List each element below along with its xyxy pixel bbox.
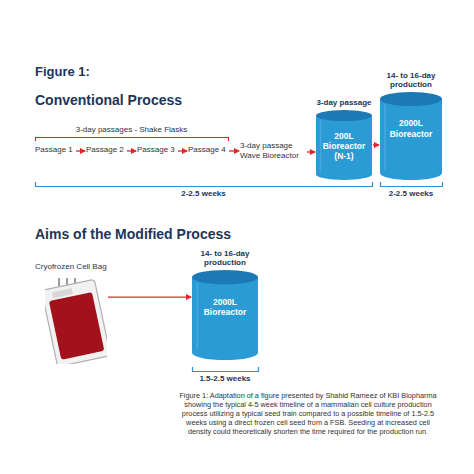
- bioreactor-node: 3-day passage200L Bioreactor (N-1): [316, 110, 372, 180]
- cylinder-highlight: [196, 283, 198, 350]
- flow-arrow: [127, 150, 136, 151]
- flow-arrow: [178, 150, 187, 151]
- shake-flask-bracket: [36, 138, 229, 142]
- cylinder-highlight: [320, 120, 322, 172]
- duration-label: 2-2.5 weeks: [372, 189, 450, 198]
- bag-content: [49, 292, 105, 360]
- node-label: 200L Bioreactor (N-1): [318, 131, 370, 162]
- cylinder-body: [316, 116, 372, 180]
- cylinder-highlight: [384, 104, 386, 169]
- bracket-line: [36, 138, 229, 142]
- bracket-line: [36, 182, 373, 187]
- cylinder-top: [316, 110, 372, 121]
- process-step: Passage 4: [188, 145, 228, 157]
- node-label: 2000L Bioreactor: [382, 118, 440, 138]
- node-heading: 14- to 16-day production: [368, 71, 454, 89]
- cylinder-body: [192, 277, 258, 360]
- step-label: Passage 1: [35, 145, 75, 155]
- section-heading: Conventional Process: [35, 92, 335, 108]
- node-heading: 14- to 16-day production: [180, 249, 270, 267]
- duration-label: 1.5-2.5 weeks: [180, 374, 270, 383]
- cylinder-top: [380, 92, 442, 106]
- duration-label: 2-2.5 weeks: [35, 189, 372, 198]
- cell-bag-illustration: [45, 276, 107, 364]
- flow-arrow: [76, 150, 85, 151]
- cell-bag-node: Cryofrozen Cell Bag: [45, 276, 107, 364]
- step-label: Passage 3: [137, 145, 177, 155]
- step-label: Passage 2: [86, 145, 126, 155]
- cylinder-body: [380, 99, 442, 180]
- process-step: Passage 1: [35, 145, 75, 157]
- node-heading: Cryofrozen Cell Bag: [35, 262, 107, 271]
- step-label: Passage 4: [188, 145, 228, 155]
- cylinder-top: [192, 270, 258, 284]
- step-label: 3-day passage Wave Bioreactor: [240, 141, 306, 162]
- bag-tag: [52, 288, 73, 298]
- process-step: Passage 3: [137, 145, 177, 157]
- flow-arrow: [108, 296, 191, 297]
- figure-title: Figure 1:: [35, 64, 90, 79]
- bioreactor-node: 14- to 16-day production2000L Bioreactor: [380, 92, 442, 180]
- bioreactor-node: 14- to 16-day production2000L Bioreactor: [192, 270, 258, 360]
- process-step: 3-day passage Wave Bioreactor: [240, 141, 306, 163]
- node-heading: 3-day passage: [304, 98, 384, 107]
- bracket-label: 3-day passages - Shake Flasks: [35, 125, 228, 134]
- bag-outline: [45, 279, 107, 364]
- node-label: 2000L Bioreactor: [194, 297, 256, 317]
- process-step: Passage 2: [86, 145, 126, 157]
- timeline-brackets: [36, 182, 443, 372]
- flow-arrow: [373, 144, 379, 145]
- flow-arrow: [307, 151, 315, 152]
- flow-arrow: [229, 150, 239, 151]
- bracket-line: [193, 367, 259, 372]
- section-heading: Aims of the Modified Process: [35, 226, 335, 242]
- figure-caption: Figure 1: Adaptation of a figure present…: [176, 391, 440, 437]
- bracket-line: [381, 182, 443, 187]
